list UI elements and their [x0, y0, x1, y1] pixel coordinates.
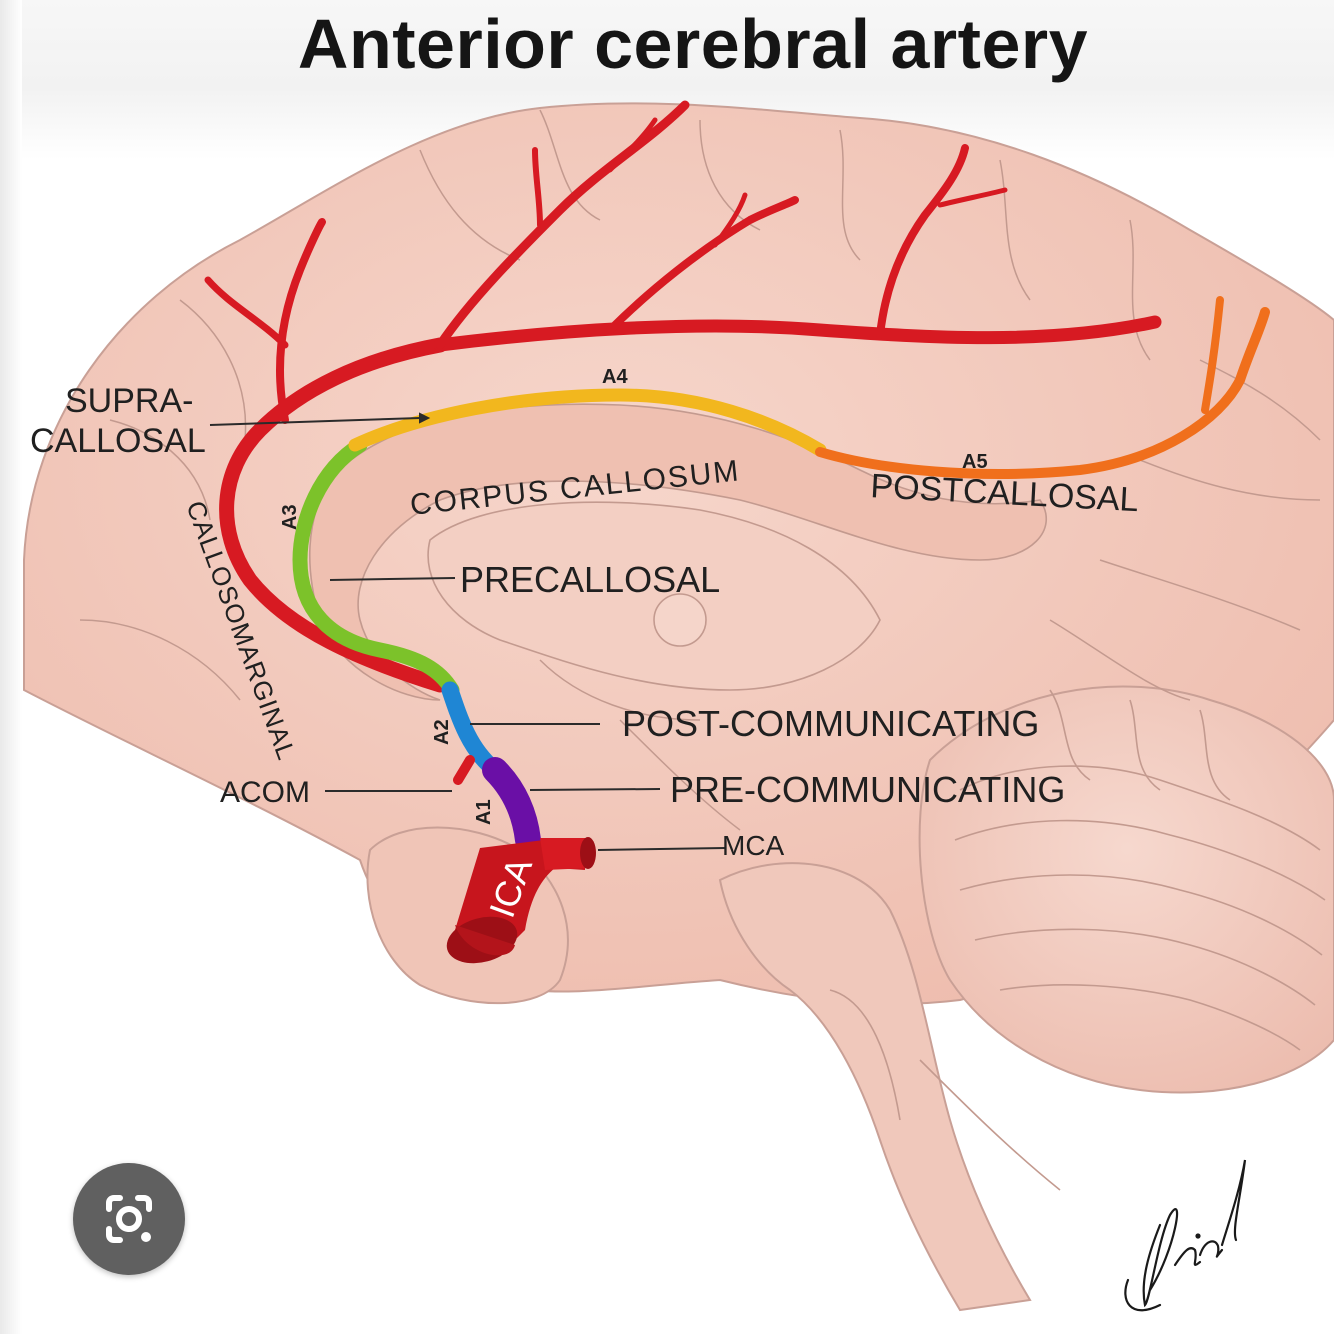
- cerebellum: [918, 685, 1334, 1094]
- pointer-lines: [209, 412, 726, 851]
- corpus-callosum: [308, 403, 1047, 701]
- label-supra-line1: SUPRA-: [65, 382, 193, 420]
- page-title: Anterior cerebral artery: [297, 5, 1089, 83]
- callosomarginal-artery: [204, 100, 1162, 693]
- ica-vessel: [446, 837, 596, 964]
- label-a4: A4: [602, 366, 628, 388]
- label-acom: ACOM: [220, 776, 310, 809]
- google-lens-button[interactable]: [73, 1163, 185, 1275]
- label-precallosal: PRECALLOSAL: [460, 559, 720, 600]
- segment-a5: [815, 307, 1270, 479]
- segment-a3: [292, 437, 460, 698]
- page-edge: [0, 0, 22, 1334]
- cerebellum-folia: [954, 689, 1326, 1051]
- gyri-lines: [79, 109, 1321, 701]
- segment-a1: [482, 757, 541, 853]
- label-mca: MCA: [722, 830, 785, 861]
- label-post-communicating: POST-COMMUNICATING: [622, 703, 1039, 744]
- label-a1: A1: [473, 799, 495, 825]
- label-a3: A3: [279, 504, 301, 530]
- mca-artery: [540, 838, 590, 870]
- brainstem: [718, 862, 1032, 1312]
- label-a2: A2: [431, 719, 453, 745]
- acom-artery: [453, 755, 475, 785]
- interventricular-foramen: [653, 593, 707, 647]
- pons: [829, 989, 901, 1121]
- label-a5: A5: [962, 451, 988, 473]
- artist-signature: [1124, 1159, 1247, 1312]
- label-supra-line2: CALLOSAL: [30, 422, 206, 460]
- lateral-ventricle: [427, 501, 881, 691]
- google-lens-icon: [106, 1195, 152, 1243]
- label-pre-communicating: PRE-COMMUNICATING: [670, 769, 1065, 810]
